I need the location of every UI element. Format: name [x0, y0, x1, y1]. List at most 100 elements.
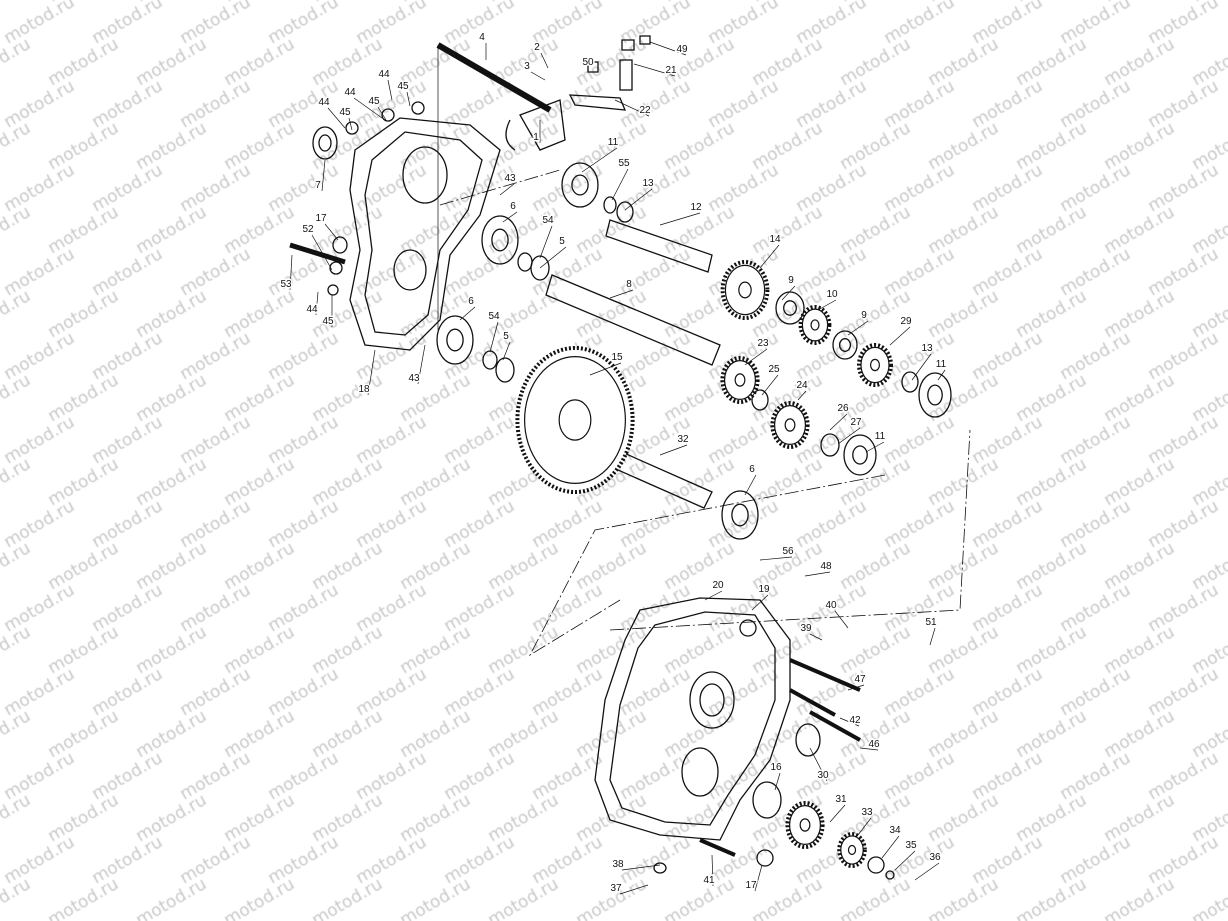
callout-leader — [499, 183, 515, 196]
callout-label: 43 — [408, 373, 420, 384]
bearing — [436, 315, 474, 365]
callout-leader — [502, 341, 511, 361]
callout-label: 12 — [690, 202, 702, 213]
callout-leader — [489, 321, 499, 353]
callout-leader — [659, 444, 688, 456]
callout-leader — [321, 159, 326, 192]
callout-leader — [614, 99, 650, 117]
callout-leader — [744, 348, 768, 366]
callout-label: 49 — [676, 44, 688, 55]
bearing — [653, 862, 667, 874]
callout-label: 18 — [358, 384, 370, 395]
callout-leader — [289, 254, 293, 291]
callout-label: 22 — [639, 105, 651, 116]
bearing — [495, 357, 515, 383]
callout-leader — [353, 97, 383, 119]
callout-leader — [539, 246, 567, 269]
bearing — [616, 201, 634, 223]
callout-label: 17 — [315, 213, 327, 224]
callout-label: 17 — [745, 880, 757, 891]
callout-label: 1 — [533, 132, 539, 143]
callout-label: 45 — [397, 81, 409, 92]
callout-label: 53 — [280, 279, 292, 290]
gear-hub — [738, 281, 752, 299]
callout-label: 36 — [929, 852, 941, 863]
callout-leader — [502, 211, 518, 223]
bearing-race — [571, 174, 589, 196]
callout-leader — [859, 747, 879, 751]
callout-leader — [894, 850, 916, 871]
bearing — [756, 849, 774, 867]
lower-housing — [594, 597, 861, 857]
bearing — [775, 291, 805, 325]
callout-leader — [633, 63, 676, 77]
callout-leader — [624, 188, 653, 211]
callout-leader — [781, 285, 796, 301]
gear-hub — [869, 358, 880, 372]
bearing — [517, 252, 533, 272]
callout-label: 13 — [642, 178, 654, 189]
callout-label: 25 — [768, 364, 780, 375]
callout-label: 24 — [796, 380, 808, 391]
callout-label: 15 — [611, 352, 623, 363]
callout-leader — [377, 106, 387, 121]
callout-label: 19 — [758, 584, 770, 595]
callout-label: 11 — [936, 359, 947, 370]
callout-label: 6 — [749, 464, 755, 475]
callout-leader — [759, 244, 780, 269]
bearing — [381, 108, 395, 122]
callout-leader — [829, 804, 846, 823]
callout-leader — [937, 369, 946, 381]
callout-leader — [324, 223, 339, 241]
callout-label: 16 — [770, 762, 782, 773]
bearing-race — [731, 503, 749, 527]
callout-leader — [711, 854, 714, 887]
bearing — [411, 101, 425, 115]
bearing-race — [838, 338, 852, 352]
gear-hub — [558, 399, 592, 441]
bearing — [561, 162, 599, 208]
callout-label: 38 — [612, 859, 624, 870]
callout-leader — [348, 117, 353, 131]
callout-leader — [387, 79, 393, 101]
callout-leader — [847, 320, 869, 336]
center-lines — [439, 169, 971, 657]
bearing — [329, 261, 343, 275]
callout-leader — [839, 717, 860, 727]
callout-label: 40 — [825, 600, 837, 611]
gear-hub — [734, 373, 746, 387]
callout-label: 11 — [608, 137, 619, 148]
callout-label: 51 — [925, 617, 937, 628]
callout-leader — [761, 374, 779, 396]
callout-leader — [754, 864, 763, 892]
bearing-race — [783, 300, 797, 316]
bearing-race — [491, 228, 509, 252]
callout-leader — [744, 474, 757, 496]
callout-label: 30 — [817, 770, 829, 781]
callout-label: 50 — [582, 57, 594, 68]
callout-label: 45 — [368, 96, 380, 107]
callout-label: 32 — [677, 434, 689, 445]
callout-label: 41 — [703, 875, 715, 886]
callout-leader — [459, 306, 476, 321]
gear-hub — [810, 319, 820, 331]
shafts — [289, 219, 721, 509]
bearing-race — [852, 445, 868, 465]
bearing — [918, 372, 952, 418]
bearing — [345, 121, 359, 135]
callout-leader — [327, 107, 346, 129]
bearing — [843, 434, 877, 476]
gears — [515, 260, 893, 868]
callout-label: 7 — [315, 180, 321, 191]
upper-housing-cover — [312, 117, 501, 351]
callout-label: 43 — [504, 173, 516, 184]
callout-leader — [759, 556, 793, 561]
shift-shaft-assembly — [436, 35, 651, 330]
callout-leader — [865, 441, 885, 453]
callout-label: 5 — [559, 236, 565, 247]
callout-leader — [847, 684, 865, 691]
callout-label: 35 — [905, 840, 917, 851]
callout-label: 3 — [524, 61, 530, 72]
